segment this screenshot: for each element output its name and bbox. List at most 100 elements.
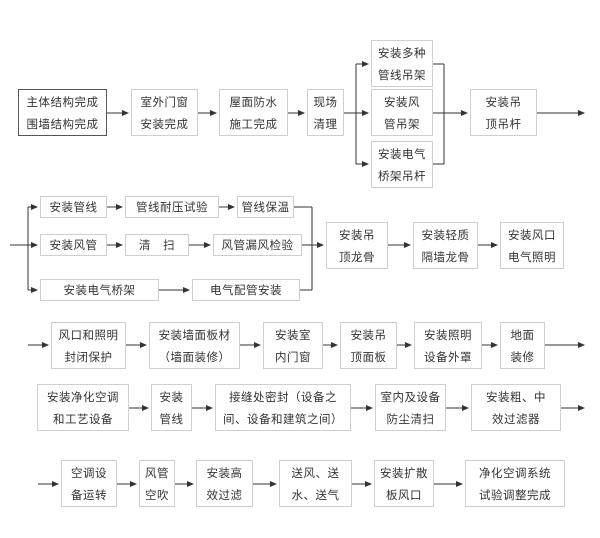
step-text-line1: 安装粗、中 (486, 389, 546, 404)
step-text-line1: 净化空调系统 (479, 465, 551, 480)
step-text: 风管漏风检验 (221, 238, 294, 252)
step-text-line2: 间、设备和建筑之间） (223, 411, 343, 426)
step-text-line1: 空调设 (71, 465, 107, 480)
step-text-line1: 风口和照明 (58, 327, 119, 342)
step-text: 管线保温 (241, 200, 290, 214)
step-text-line2: 板风口 (386, 487, 422, 502)
step-cleaning: 清 扫 (125, 234, 189, 256)
step-text-line1: 风管 (145, 465, 169, 480)
step-system-commissioning: 净化空调系统试验调整完成 (465, 460, 565, 507)
step-text-line1: 安装室 (275, 327, 311, 342)
step-text-line2: 空吹 (145, 487, 169, 502)
step-text-line1: 安装风口 (508, 227, 556, 242)
step-site-cleanup: 现场清理 (307, 89, 344, 136)
step-text-line2: 安装完成 (140, 116, 189, 131)
step-text-line1: 现场 (313, 94, 338, 109)
step-text-line2: 围墙结构完成 (26, 116, 99, 131)
step-hepa-filters: 安装高效过滤 (196, 460, 253, 507)
step-text-line2: 顶面板 (350, 349, 387, 364)
step-text-line2: 封闭保护 (64, 349, 113, 364)
step-text-line2: 和工艺设备 (53, 411, 113, 426)
step-interior-doors: 安装室内门窗 (263, 322, 323, 369)
step-text-line1: 接缝处密封（设备之 (229, 389, 337, 404)
step-text-line2: 试验调整完成 (479, 487, 551, 502)
step-text-line1: 送风、送 (291, 465, 340, 480)
step-text: 安装管线 (49, 200, 98, 214)
step-text-line1: 安装多种 (378, 45, 426, 60)
step-text: 管线耐压试验 (136, 200, 208, 214)
step-text-line2: 管吊架 (384, 116, 420, 131)
step-install-lines: 安装管线 (151, 384, 192, 431)
step-text-line1: 安装扩散 (380, 465, 428, 480)
step-text-line1: 室内及设备 (380, 389, 441, 404)
step-diffuser-vents: 安装扩散板风口 (374, 460, 434, 507)
step-text-line1: 地面 (510, 327, 535, 342)
step-text-line1: 安装净化空调 (47, 389, 119, 404)
step-dust-cleaning: 室内及设备防尘清扫 (375, 384, 446, 431)
step-text-line1: 安装电气 (378, 146, 426, 161)
step-duct-leak-test: 风管漏风检验 (213, 234, 302, 256)
step-ceiling-panels: 安装吊顶面板 (340, 322, 397, 369)
step-text-line2: 备运转 (71, 487, 107, 502)
step-tray-hanger-rods: 安装电气桥架吊杆 (371, 141, 433, 188)
step-text: 清 扫 (139, 238, 175, 252)
step-text-line2: 清理 (313, 116, 338, 131)
step-pipeline-hangers: 安装多种管线吊架 (371, 40, 433, 87)
step-install-ducts: 安装风管 (40, 234, 107, 256)
step-text-line2: 水、送气 (291, 487, 340, 502)
step-pipeline-insulation: 管线保温 (237, 196, 294, 218)
step-text-line1: 屋面防水 (229, 94, 278, 109)
step-text-line1: 安装吊 (350, 327, 387, 342)
step-text-line1: 安装照明 (424, 327, 472, 342)
step-hvac-operation: 空调设备运转 (61, 460, 117, 507)
step-install-cable-tray: 安装电气桥架 (40, 279, 159, 301)
step-text-line2: 顶吊杆 (485, 116, 522, 131)
step-text-line2: 桥架吊杆 (378, 168, 426, 183)
step-ceiling-keel: 安装吊顶龙骨 (326, 222, 388, 269)
step-floor-finish: 地面装修 (500, 322, 545, 369)
step-text-line2: 效过滤器 (492, 411, 540, 426)
step-wall-panels: 安装墙面板材 （墙面装修） (149, 322, 240, 369)
step-text: 安装风管 (49, 238, 98, 252)
step-text-line1: 安装高 (206, 465, 243, 480)
step-text-line1: 安装轻质 (421, 227, 470, 242)
step-text-line2: 隔墙龙骨 (421, 249, 470, 264)
step-text-line2: 顶龙骨 (339, 249, 375, 264)
step-text-line1: 安装 (159, 389, 184, 404)
step-vents-lighting: 安装风口电气照明 (500, 222, 564, 269)
step-text-line2: 电气照明 (508, 249, 556, 264)
step-lighting-covers: 安装照明设备外罩 (414, 322, 482, 369)
step-text-line1: 安装风 (384, 94, 420, 109)
step-conduit-installation: 电气配管安装 (192, 279, 300, 301)
step-structure-complete: 主体结构完成围墙结构完成 (18, 89, 107, 136)
step-text-line2: 装修 (510, 349, 535, 364)
step-text-line2: 施工完成 (229, 116, 278, 131)
step-text-line2: 效过滤 (206, 487, 243, 502)
step-text-line1: 安装吊 (485, 94, 522, 109)
step-text-line1: 主体结构完成 (26, 94, 99, 109)
step-pipeline-pressure-test: 管线耐压试验 (125, 196, 219, 218)
step-seal-protect-vents: 风口和照明封闭保护 (51, 322, 126, 369)
step-text: 电气配管安装 (210, 283, 282, 297)
step-partition-keel: 安装轻质隔墙龙骨 (413, 222, 478, 269)
step-text-line2: 管线 (159, 411, 184, 426)
step-text-line2: 设备外罩 (424, 349, 472, 364)
step-roof-waterproofing: 屋面防水施工完成 (219, 89, 288, 136)
step-ceiling-hanger-rods: 安装吊顶吊杆 (470, 89, 537, 136)
step-install-pipelines: 安装管线 (40, 196, 107, 218)
step-text-line1: 安装吊 (339, 227, 375, 242)
step-coarse-medium-filters: 安装粗、中效过滤器 (471, 384, 561, 431)
step-text-line2: （墙面装修） (158, 349, 231, 364)
step-supply-air-water-gas: 送风、送水、送气 (279, 460, 352, 507)
step-text-line2: 防尘清扫 (386, 411, 435, 426)
step-text-line2: 管线吊架 (378, 67, 426, 82)
step-joint-sealing: 接缝处密封（设备之间、设备和建筑之间） (215, 384, 351, 431)
step-text-line2: 内门窗 (275, 349, 311, 364)
step-duct-hangers: 安装风管吊架 (371, 89, 433, 136)
step-text-line1: 室外门窗 (140, 94, 189, 109)
step-text-line1: 安装墙面板材 (158, 327, 231, 342)
step-hvac-process-equipment: 安装净化空调和工艺设备 (37, 384, 129, 431)
step-exterior-windows: 室外门窗安装完成 (131, 89, 198, 136)
step-text: 安装电气桥架 (63, 283, 136, 297)
